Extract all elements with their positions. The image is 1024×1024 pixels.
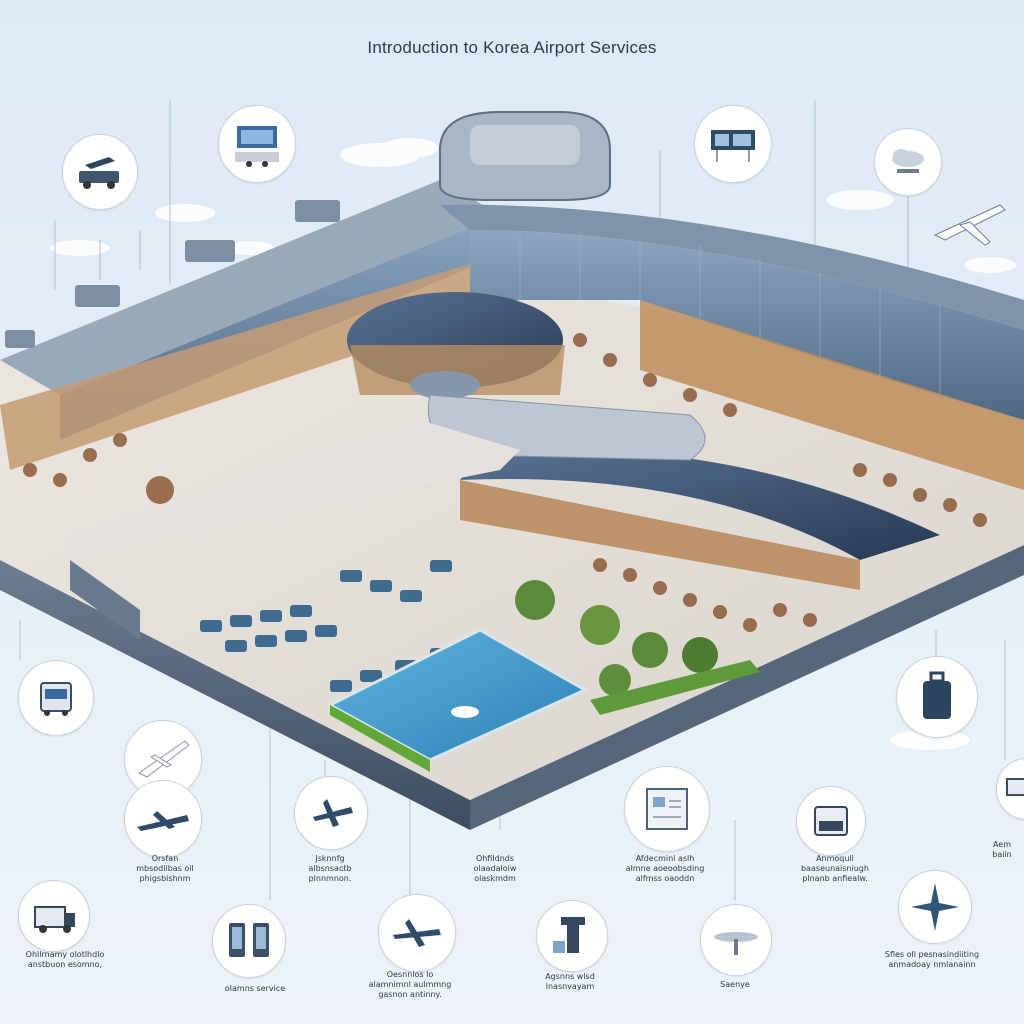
control-pod xyxy=(410,371,480,399)
airplane-icon xyxy=(124,780,202,858)
caption: olamns service xyxy=(224,984,286,993)
compass-star-icon xyxy=(898,870,972,944)
lower-hall-roof xyxy=(460,450,940,560)
caption: Saenye xyxy=(720,980,750,989)
right-terminal-glass xyxy=(470,230,1024,420)
control-tower-icon xyxy=(536,900,608,972)
base-slab-side-left xyxy=(0,560,470,830)
saucer-icon xyxy=(700,904,772,976)
shops-right xyxy=(640,300,1024,490)
airplane-icon xyxy=(294,776,368,850)
base-slab-side-right xyxy=(470,545,1024,830)
truck-icon xyxy=(18,880,90,952)
caption: Ohfildnds olaadaloiw olaskmdm xyxy=(473,854,517,883)
caption: Anmoqull baaseunaisniugh plnanb anfiealw… xyxy=(801,854,869,883)
caption: Oesnnlos lo alamnimnl aulmmng gasnon ant… xyxy=(368,970,452,999)
terminal-screen-icon xyxy=(218,105,296,183)
right-terminal-roof xyxy=(440,204,1024,330)
airplane-icon xyxy=(378,894,456,972)
lower-hall-shops xyxy=(460,480,860,590)
caption: Afdecminl aslh almne aoeoobsding alfmss … xyxy=(625,854,705,883)
airplane-top-right xyxy=(933,204,1006,246)
luggage-icon xyxy=(896,656,978,738)
page-title: Introduction to Korea Airport Services xyxy=(367,38,657,57)
cloud-icon xyxy=(874,128,942,196)
helpdesk-icon xyxy=(996,758,1024,820)
caption: Agsnns wlsd lnasnvayam xyxy=(545,972,595,991)
document-icon xyxy=(624,766,710,852)
lounge-block xyxy=(60,420,520,560)
kiosk-icon xyxy=(796,786,866,856)
trees xyxy=(515,580,718,696)
airplane-tug-icon xyxy=(62,134,138,210)
rooftop-units xyxy=(5,200,340,348)
left-wing-roof xyxy=(0,180,500,395)
caption: Sfles oll pesnasindiiting anmadoay nmlan… xyxy=(884,950,980,969)
caption: Ohllrnamy olotlhdlo anstbuon esomno, xyxy=(25,950,105,969)
departure-board-icon xyxy=(694,105,772,183)
caption: Aem baiin xyxy=(992,840,1012,859)
dining-tables xyxy=(23,333,987,632)
base-floor xyxy=(0,290,1024,800)
caption: Orsfan mbsodiibas oil phigsbishnm xyxy=(136,854,194,883)
phone-pair-icon xyxy=(212,904,286,978)
caption: Jsknnfg albsnsactb plnnmnon. xyxy=(308,854,352,883)
shuttle-van-icon xyxy=(18,660,94,736)
